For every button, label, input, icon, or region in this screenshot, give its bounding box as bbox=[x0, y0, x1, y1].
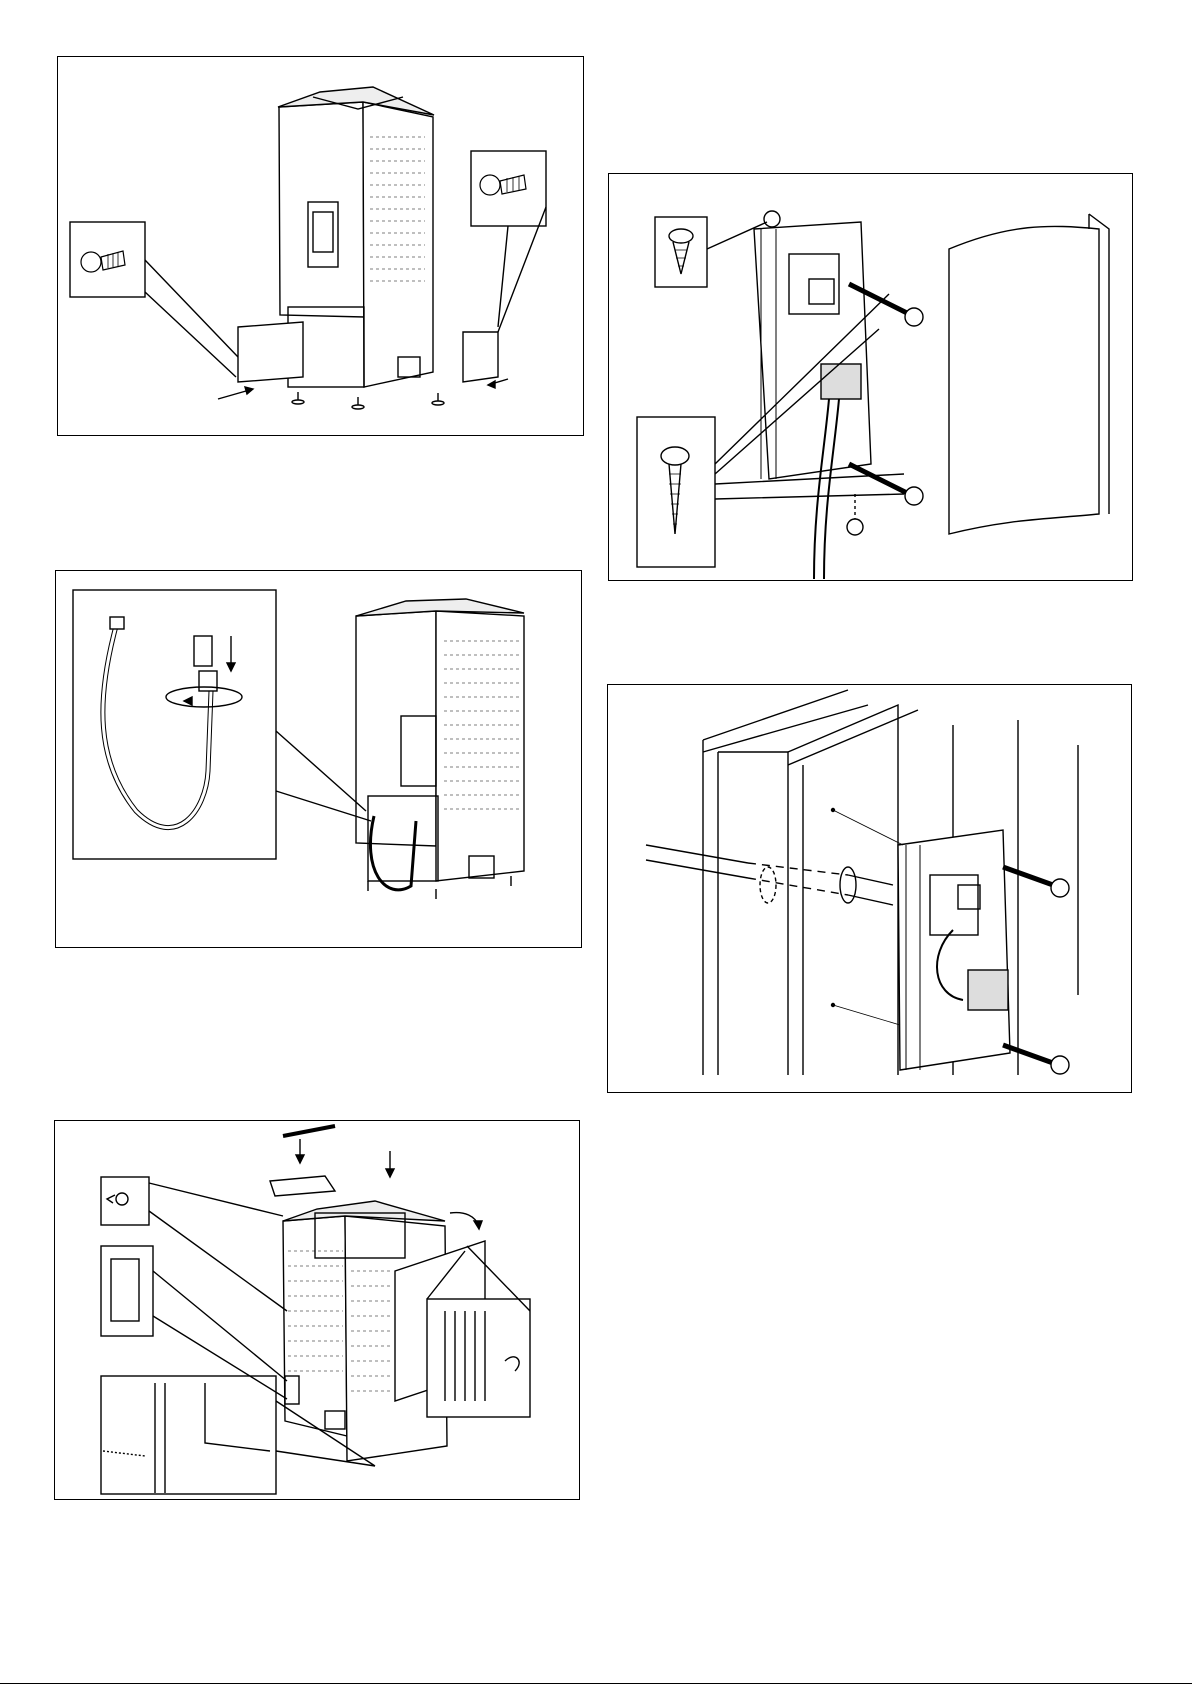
figure-remove-side-panels bbox=[57, 56, 584, 436]
heater-illustration-2 bbox=[56, 571, 583, 949]
screw-icon bbox=[480, 175, 526, 195]
heater-illustration-3 bbox=[55, 1121, 581, 1501]
figure-water-hose-connection bbox=[55, 570, 582, 948]
page-bottom-rule bbox=[0, 1683, 1192, 1684]
control-unit-illustration-1 bbox=[609, 174, 1134, 582]
screw-icon bbox=[81, 251, 125, 272]
figure-reassemble-heater bbox=[54, 1120, 580, 1500]
figure-control-unit-mounting bbox=[608, 173, 1133, 581]
figure-control-unit-wall-install bbox=[607, 684, 1132, 1093]
heater-illustration-1 bbox=[58, 57, 585, 437]
control-unit-illustration-2 bbox=[608, 685, 1133, 1094]
